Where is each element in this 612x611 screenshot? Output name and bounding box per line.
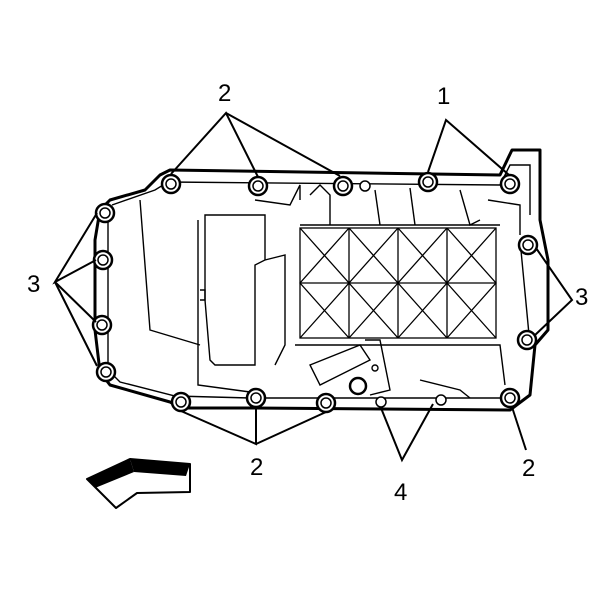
baffle-grid [299,227,497,339]
bolt [160,173,182,195]
small-stud [359,180,371,192]
callout-label: 2 [250,454,263,481]
small-stud [375,396,387,408]
callout-label: 2 [218,80,231,107]
arrow-left-icon [86,458,191,509]
callout-label: 1 [437,83,450,110]
bolt-set [91,171,539,414]
bolt [516,329,538,351]
oil-pan-outline [93,148,550,412]
callouts: 2 1 3 3 2 4 2 [27,80,588,506]
leader-lines [52,111,574,463]
callout-label: 2 [522,455,535,482]
bolt [245,387,267,409]
bolt [417,171,439,193]
small-stud [435,394,447,406]
bolt [94,202,116,224]
bolt [499,387,521,409]
bolt [91,314,113,336]
bolt [499,173,521,195]
bolt [92,249,114,271]
callout-label: 4 [394,479,407,506]
bolt [247,175,269,197]
callout-label: 3 [27,271,40,298]
bolt [95,361,117,383]
callout-label: 3 [575,284,588,311]
bolt [332,175,354,197]
bolt [517,234,539,256]
sump-detail [197,184,531,399]
bolt [170,391,192,413]
drain-plug [348,376,368,396]
bolt [315,392,337,414]
